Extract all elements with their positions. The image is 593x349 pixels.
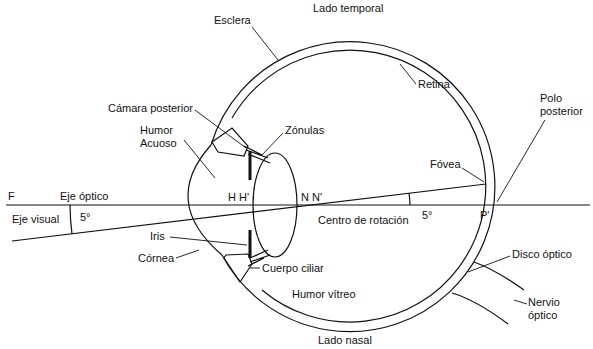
- part-label: Esclera: [214, 14, 251, 27]
- side-label: Lado temporal: [313, 2, 383, 15]
- part-label: Humor vítreo: [292, 288, 356, 301]
- ciliary-body: [224, 254, 252, 282]
- part-label: Fóvea: [430, 158, 461, 171]
- part-label: Disco óptico: [512, 248, 572, 261]
- side-label: Lado nasal: [318, 334, 372, 347]
- angle-arc: [409, 193, 410, 205]
- iris-shape: [249, 151, 252, 180]
- axis-label: Eje visual: [12, 213, 59, 226]
- optic-nerve: [452, 262, 524, 324]
- part-label: Iris: [150, 230, 165, 243]
- point-label: P': [480, 209, 489, 222]
- angle-label: 5°: [80, 211, 91, 224]
- leader-lines: [170, 27, 545, 304]
- axis-label: Eje óptico: [60, 190, 108, 203]
- part-label: Zónulas: [285, 124, 324, 137]
- point-label: F: [8, 190, 15, 203]
- angle-arc: [70, 205, 72, 234]
- sclera-outline: [211, 42, 495, 332]
- part-label: Humor Acuoso: [140, 124, 184, 150]
- point-label: H': [239, 191, 249, 204]
- retina-outline: [232, 50, 486, 322]
- part-label: Córnea: [138, 252, 174, 265]
- ciliary-body: [212, 128, 248, 156]
- point-label: N': [312, 191, 322, 204]
- point-label: H: [228, 191, 236, 204]
- zonule-fibres: [244, 146, 270, 266]
- angle-label: 5°: [422, 209, 433, 222]
- part-label: Retina: [418, 78, 450, 91]
- part-label: Polo posterior: [540, 92, 590, 118]
- optical-axis: [6, 204, 590, 205]
- part-label: Cuerpo ciliar: [262, 262, 324, 275]
- iris-shape: [249, 230, 252, 258]
- cornea-outline: [188, 145, 222, 255]
- part-label: Cámara posterior: [108, 102, 193, 115]
- part-label: Centro de rotación: [318, 214, 409, 227]
- part-label: Nervio óptico: [528, 296, 588, 322]
- point-label: N: [301, 191, 309, 204]
